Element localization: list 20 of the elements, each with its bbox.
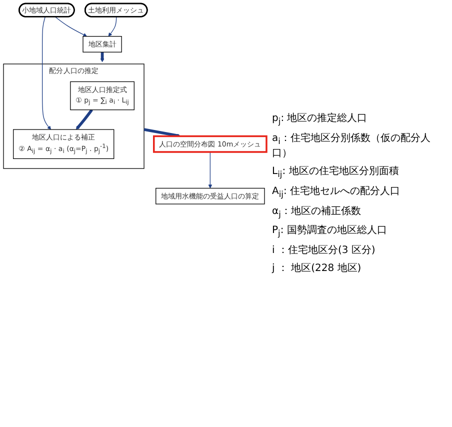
definition-text: i ：住宅地区分(3 区分) bbox=[272, 244, 376, 258]
definition-text: α$_{j}$：地区の補正係数 bbox=[272, 204, 362, 220]
cluster bbox=[3, 64, 144, 169]
definition-text: P$_{j}$: 国勢調査の地区総人口 bbox=[272, 224, 388, 240]
node-box bbox=[153, 135, 268, 153]
arrow bbox=[76, 108, 93, 130]
definition-text: p$_{j}$: 地区の推定総人口 bbox=[272, 112, 368, 128]
node-box bbox=[82, 36, 122, 52]
definition-text: A$_{ij}$: 住宅地セルへの配分人口 bbox=[272, 184, 402, 201]
definition-text: a$_{i}$：住宅地区分別係数（仮の配分人口） bbox=[272, 132, 432, 162]
node-box bbox=[70, 81, 134, 110]
arrow bbox=[144, 128, 181, 138]
arrow bbox=[42, 16, 52, 130]
definition-text: L$_{ij}$: 地区の住宅地区分別面積 bbox=[272, 165, 400, 181]
arrow bbox=[208, 152, 212, 188]
node-box bbox=[13, 129, 114, 159]
node-box bbox=[156, 188, 265, 204]
arrow bbox=[108, 16, 117, 37]
definition-text: j ： 地区(228 地区) bbox=[272, 262, 362, 276]
arrow bbox=[54, 16, 88, 37]
